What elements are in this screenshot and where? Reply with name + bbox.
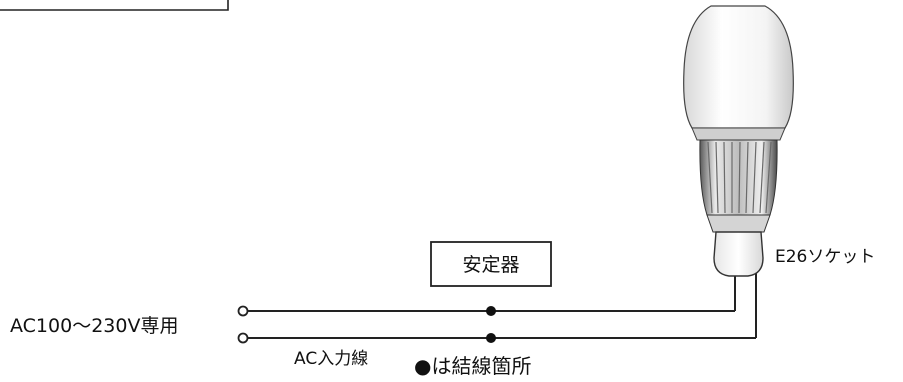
junction-note: ●は結線箇所 — [414, 354, 531, 378]
e26-socket — [713, 231, 764, 277]
ballast-label: 安定器 — [462, 254, 519, 276]
ballast-box — [430, 241, 552, 287]
bulb-base-collar — [706, 214, 771, 233]
bulb-neck — [691, 127, 786, 141]
terminal-lower-icon — [237, 332, 249, 344]
junction-lower-icon — [486, 333, 496, 343]
input-voltage-label: AC100～230V専用 — [10, 315, 178, 337]
terminal-upper-icon — [237, 305, 249, 317]
socket-label: E26ソケット — [775, 247, 875, 267]
bulb-globe — [683, 5, 794, 129]
heatsink-fins — [707, 141, 772, 214]
junction-upper-icon — [486, 306, 496, 316]
frame-fragment — [0, 0, 229, 11]
input-line-label: AC入力線 — [294, 349, 368, 369]
